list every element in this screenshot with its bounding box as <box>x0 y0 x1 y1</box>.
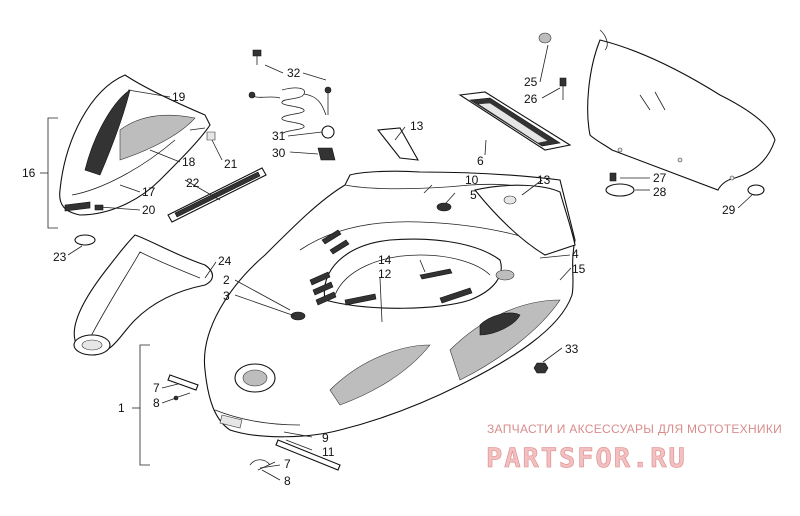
label-28: 28 <box>653 185 667 199</box>
label-32: 32 <box>287 66 301 80</box>
label-10: 10 <box>465 173 479 187</box>
pin-7-lower <box>275 439 341 471</box>
label-13b: 13 <box>537 173 551 187</box>
watermark-text: ЗАПЧАСТИ И АКСЕССУАРЫ ДЛЯ МОТОТЕХНИКИ <box>487 422 782 436</box>
label-33: 33 <box>565 342 579 356</box>
label-4: 4 <box>572 247 579 261</box>
label-19: 19 <box>172 90 186 104</box>
seal-24 <box>73 234 214 356</box>
label-26: 26 <box>524 92 538 106</box>
label-25: 25 <box>524 75 538 89</box>
label-14: 14 <box>378 253 392 267</box>
label-9: 9 <box>322 431 329 445</box>
grommet-23 <box>74 234 96 246</box>
label-3: 3 <box>223 289 230 303</box>
label-31: 31 <box>272 129 286 143</box>
side-panel-13 <box>474 184 576 256</box>
vent-panel-6 <box>458 91 572 151</box>
leader-lines <box>40 44 753 481</box>
bracket-16 <box>47 117 58 229</box>
label-12: 12 <box>378 267 392 281</box>
label-13a: 13 <box>410 119 424 133</box>
watermark: ЗАПЧАСТИ И АКСЕССУАРЫ ДЛЯ МОТОТЕХНИКИ PA… <box>486 422 782 474</box>
label-7b: 7 <box>284 457 291 471</box>
windshield-28 <box>587 29 776 191</box>
label-30: 30 <box>272 146 286 160</box>
label-6: 6 <box>477 154 484 168</box>
label-29: 29 <box>722 203 736 217</box>
hood-assembly <box>203 170 576 438</box>
bracket-1 <box>139 344 150 466</box>
side-panel-assembly-16 <box>59 74 216 216</box>
fastener-21 <box>206 131 216 141</box>
label-22: 22 <box>186 176 200 190</box>
label-17: 17 <box>142 185 156 199</box>
screw-27 <box>609 172 617 182</box>
label-15: 15 <box>572 262 586 276</box>
label-7a: 7 <box>153 381 160 395</box>
label-16: 16 <box>22 166 36 180</box>
label-23: 23 <box>53 250 67 264</box>
spring-hardware <box>248 49 336 161</box>
screw-26 <box>559 77 567 87</box>
label-18: 18 <box>182 155 196 169</box>
label-27: 27 <box>653 171 667 185</box>
washer-29 <box>747 184 765 196</box>
hood-vent-louvers <box>309 229 473 306</box>
small-vent-13 <box>376 127 420 161</box>
label-11: 11 <box>322 445 335 459</box>
decal-strip-22 <box>167 167 267 223</box>
label-2: 2 <box>223 273 230 287</box>
label-5: 5 <box>470 188 477 202</box>
bracket-30 <box>317 147 336 161</box>
label-24: 24 <box>218 254 232 268</box>
label-8b: 8 <box>284 474 291 488</box>
pin-7-upper <box>167 374 199 391</box>
washer-27 <box>605 183 635 197</box>
label-21: 21 <box>224 157 238 171</box>
callout-labels: 1 2 3 4 5 6 7 8 7 8 9 10 11 12 13 13 14 … <box>22 66 736 488</box>
watermark-logo: PARTSFOR.RU <box>486 443 687 474</box>
label-20: 20 <box>142 203 156 217</box>
label-1: 1 <box>118 401 125 415</box>
label-8a: 8 <box>153 396 160 410</box>
nut-33 <box>533 362 549 374</box>
well-nut-25 <box>538 32 552 44</box>
